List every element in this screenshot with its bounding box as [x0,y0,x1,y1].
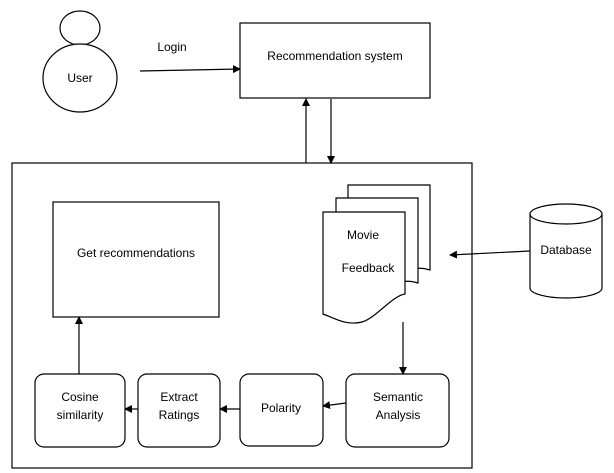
ratings-label: Ratings [159,408,200,422]
polarity-label: Polarity [261,401,301,415]
extract-label: Extract [160,390,198,404]
database-cylinder: Database [529,203,603,299]
user-body [42,43,118,113]
get-recommendations-label: Get recommendations [77,246,195,260]
polarity-box [239,373,324,447]
extract-ratings-box [137,373,221,448]
get-recommendations-box [52,201,220,318]
analysis-label: Analysis [376,408,421,422]
cosine-label: Cosine [61,390,99,404]
feedback-label: Feedback [342,261,396,275]
user-label: User [67,71,92,85]
similarity-label: similarity [57,408,104,422]
login-arrow [139,65,241,74]
movie-feedback-documents: Movie Feedback [322,184,431,324]
user-head [59,10,101,46]
cosine-similarity-box [34,373,126,448]
semantic-analysis-box [345,373,450,448]
database-body [529,214,603,299]
semantic-label: Semantic [373,390,423,404]
user-actor: User [42,10,118,113]
database-arrow [449,250,531,259]
document-front [322,211,406,324]
database-label: Database [540,243,592,257]
login-label: Login [157,40,186,54]
movie-label: Movie [347,228,379,242]
recommendation-system-label: Recommendation system [267,49,402,63]
recommendation-system-box [239,22,431,99]
database-top [529,203,603,225]
semantic-to-polarity-arrow [322,401,347,410]
